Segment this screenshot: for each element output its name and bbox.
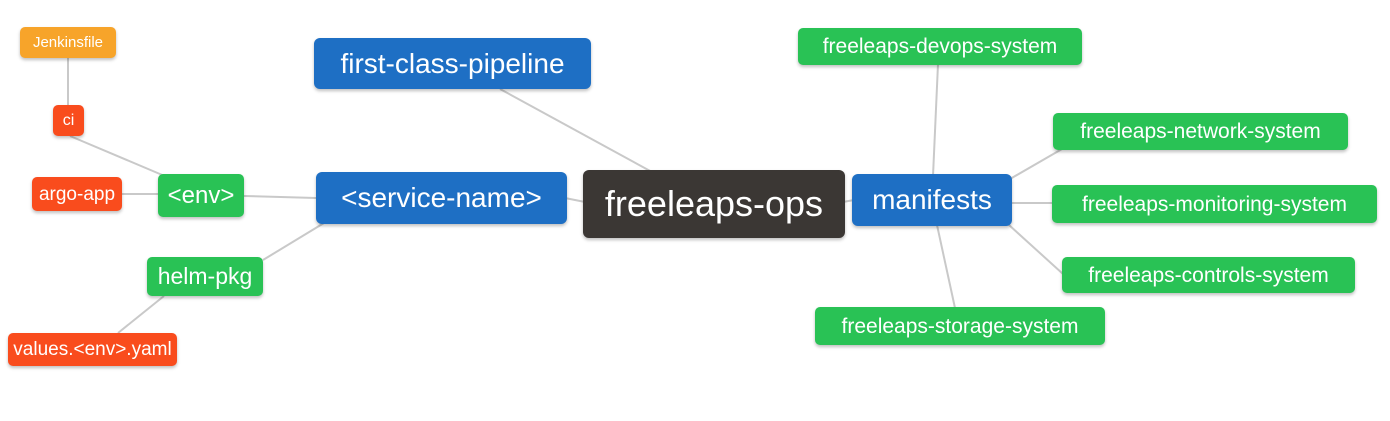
node-service-name[interactable]: <service-name>: [316, 172, 567, 224]
edge-pipeline-root: [499, 88, 653, 173]
edge-values-helm-pkg: [117, 295, 165, 334]
node-freeleaps-ops-root[interactable]: freeleaps-ops: [583, 170, 845, 238]
edge-manifests-controls: [1008, 224, 1064, 275]
node-freeleaps-storage-system[interactable]: freeleaps-storage-system: [815, 307, 1105, 345]
edge-manifests-devops: [932, 63, 939, 177]
node-freeleaps-devops-system[interactable]: freeleaps-devops-system: [798, 28, 1082, 65]
node-manifests[interactable]: manifests: [852, 174, 1012, 226]
node-env[interactable]: <env>: [158, 174, 244, 217]
edge-service-name-root: [564, 197, 586, 203]
node-argo-app[interactable]: argo-app: [32, 177, 122, 211]
edge-manifests-network: [1009, 148, 1063, 180]
node-first-class-pipeline[interactable]: first-class-pipeline: [314, 38, 591, 89]
node-freeleaps-controls-system[interactable]: freeleaps-controls-system: [1062, 257, 1355, 293]
edge-manifests-storage: [936, 224, 956, 309]
node-jenkinsfile[interactable]: Jenkinsfile: [20, 27, 116, 58]
node-helm-pkg[interactable]: helm-pkg: [147, 257, 263, 296]
edge-env-service-name: [243, 195, 317, 199]
node-ci[interactable]: ci: [53, 105, 84, 136]
node-freeleaps-network-system[interactable]: freeleaps-network-system: [1053, 113, 1348, 150]
node-freeleaps-monitoring-system[interactable]: freeleaps-monitoring-system: [1052, 185, 1377, 223]
edge-helm-pkg-service-name: [262, 222, 325, 261]
edge-ci-env: [69, 135, 168, 178]
node-values-env-yaml[interactable]: values.<env>.yaml: [8, 333, 177, 366]
